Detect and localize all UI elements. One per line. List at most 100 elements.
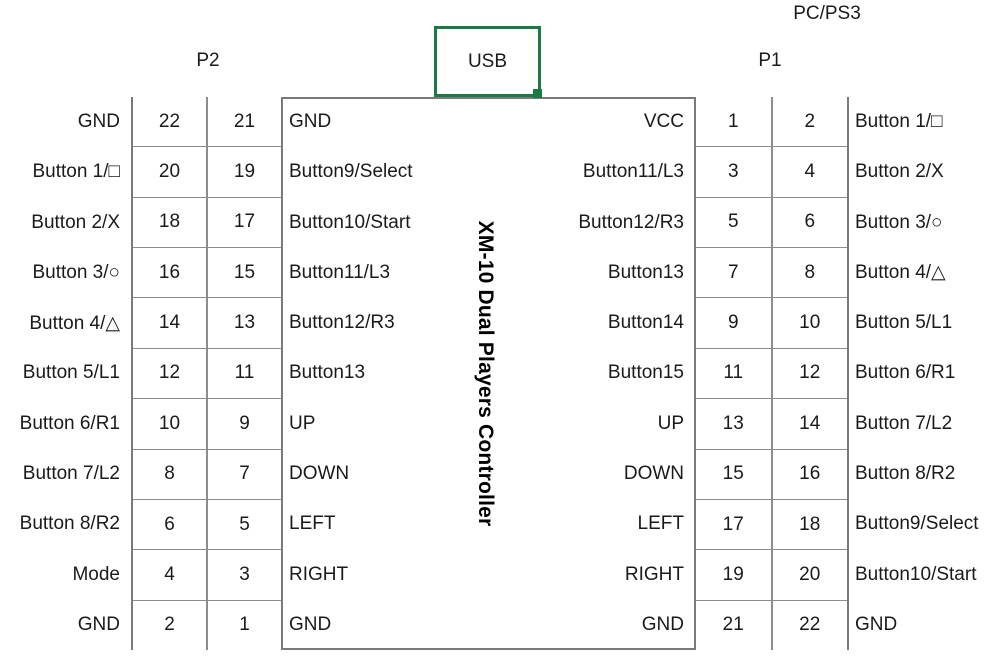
- p1-pin-row: 15 16: [696, 449, 847, 500]
- p1-inner-label: Button14: [607, 312, 684, 334]
- p2-outer-label-column: GND Button 1/□ Button 2/X Button 3/○ But…: [0, 97, 124, 650]
- p2-pin-cell: 3: [239, 563, 250, 585]
- p2-pin-cell: 2: [133, 600, 208, 650]
- p2-pin-row: 12 11: [133, 348, 281, 400]
- p1-outer-label: Button10/Start: [855, 563, 977, 585]
- p2-pin-cell: 22: [133, 97, 208, 147]
- p2-pin-cell: 15: [233, 261, 256, 283]
- p2-outer-label: Button 6/R1: [19, 412, 120, 434]
- p1-inner-label-column: VCC Button11/L3 Button12/R3 Button13 But…: [520, 97, 688, 650]
- p1-pin-cell: 18: [799, 513, 821, 535]
- p2-inner-label: UP: [289, 412, 316, 434]
- p1-pin-cell: 1: [696, 97, 773, 147]
- p2-outer-label: Button 5/L1: [22, 362, 120, 384]
- p2-pin-row: 4 3: [133, 550, 281, 601]
- p2-pin-cell: 12: [133, 348, 208, 399]
- p1-pin-cell: 2: [804, 110, 816, 132]
- p1-pin-cell: 22: [799, 614, 821, 636]
- p2-outer-label: Button 3/○: [32, 261, 120, 283]
- p1-outer-label: Button 2/X: [855, 161, 944, 183]
- p1-pin-cell: 3: [696, 147, 773, 197]
- p1-pin-cell: 10: [799, 312, 821, 334]
- p1-pin-cell: 4: [804, 161, 816, 183]
- p1-pin-row: 19 20: [696, 550, 847, 601]
- p2-pin-cell: 21: [233, 110, 256, 132]
- header-pc-ps3-label: PC/PS3: [793, 3, 861, 24]
- p1-pin-cell: 12: [799, 362, 821, 384]
- p2-inner-label: Button9/Select: [289, 161, 413, 183]
- p1-outer-label: Button 6/R1: [855, 362, 956, 384]
- p2-pin-cell: 18: [133, 197, 208, 248]
- p2-pin-cell: 14: [133, 298, 208, 348]
- p2-pin-row: 6 5: [133, 499, 281, 551]
- p1-pin-cell: 13: [696, 399, 773, 449]
- p1-inner-label: DOWN: [623, 462, 684, 484]
- p1-pin-cell: 16: [799, 463, 821, 485]
- p1-pin-cell: 15: [696, 449, 773, 499]
- p2-inner-label: Button11/L3: [289, 261, 391, 283]
- p2-pin-cell: 16: [133, 248, 208, 298]
- p1-inner-label: GND: [641, 613, 684, 635]
- p2-inner-label: DOWN: [289, 462, 350, 484]
- p1-inner-label: RIGHT: [624, 563, 684, 585]
- p2-inner-label: GND: [289, 613, 332, 635]
- p1-inner-label: VCC: [643, 111, 684, 133]
- p2-pin-cell: 17: [233, 211, 256, 233]
- p1-pin-row: 1 2: [696, 97, 847, 148]
- p2-pin-row: 2 1: [133, 600, 281, 650]
- p2-pin-row: 20 19: [133, 147, 281, 198]
- p1-outer-label: Button9/Select: [855, 513, 979, 535]
- p1-pin-table: 1 2 3 4 5 6 7 8 9 10 11 12 13 14 15 16: [694, 97, 849, 650]
- p1-pin-row: 21 22: [696, 600, 847, 650]
- p2-pin-cell: 10: [133, 399, 208, 449]
- p1-pin-row: 13 14: [696, 399, 847, 450]
- p1-outer-label: GND: [855, 613, 898, 635]
- p2-pin-cell: 4: [133, 550, 208, 600]
- p2-pin-row: 8 7: [133, 449, 281, 500]
- p1-inner-label: Button13: [607, 261, 684, 283]
- product-title: XM-10 Dual Players Controller: [474, 220, 497, 527]
- p1-inner-label: Button15: [607, 362, 684, 384]
- p1-pin-cell: 19: [696, 550, 773, 600]
- p2-inner-label: Button10/Start: [289, 211, 411, 233]
- p2-inner-label: Button13: [289, 362, 366, 384]
- p1-pin-row: 11 12: [696, 348, 847, 400]
- p2-pin-row: 22 21: [133, 97, 281, 148]
- p2-pin-cell: 9: [239, 412, 250, 434]
- p2-outer-label: Button 8/R2: [19, 513, 120, 535]
- p2-outer-label: Button 2/X: [31, 211, 120, 233]
- p2-pin-cell: 5: [239, 513, 250, 535]
- p1-outer-label: Button 1/□: [855, 111, 943, 133]
- p1-outer-label: Button 5/L1: [855, 312, 953, 334]
- p2-inner-label: LEFT: [289, 513, 336, 535]
- usb-connector-box[interactable]: USB: [434, 26, 541, 97]
- p1-outer-label: Button 8/R2: [855, 462, 956, 484]
- p1-pin-row: 9 10: [696, 298, 847, 349]
- p2-pin-cell: 1: [239, 614, 250, 636]
- p1-outer-label-column: Button 1/□ Button 2/X Button 3/○ Button …: [855, 97, 998, 650]
- p1-outer-label: Button 7/L2: [855, 412, 953, 434]
- p1-pin-row: 7 8: [696, 248, 847, 299]
- p1-pin-cell: 14: [799, 412, 821, 434]
- p1-outer-label: Button 3/○: [855, 211, 943, 233]
- p2-pin-row: 10 9: [133, 399, 281, 450]
- p1-pin-cell: 20: [799, 563, 821, 585]
- p2-inner-label: Button12/R3: [289, 312, 395, 334]
- p1-pin-cell: 11: [696, 348, 773, 399]
- p1-outer-label: Button 4/△: [855, 262, 946, 284]
- header-p2-label: P2: [196, 50, 220, 71]
- p1-pin-row: 3 4: [696, 147, 847, 198]
- p2-outer-label: Button 7/L2: [22, 462, 120, 484]
- p1-inner-label: Button12/R3: [578, 211, 684, 233]
- p2-outer-label: Button 4/△: [29, 312, 120, 334]
- p1-pin-row: 5 6: [696, 197, 847, 249]
- usb-selection-handle[interactable]: [533, 89, 542, 98]
- p1-pin-cell: 9: [696, 298, 773, 348]
- p1-inner-label: LEFT: [637, 513, 684, 535]
- p2-pin-cell: 7: [239, 463, 250, 485]
- p2-pin-row: 14 13: [133, 298, 281, 349]
- p2-inner-label-column: GND Button9/Select Button10/Start Button…: [289, 97, 469, 650]
- p1-pin-row: 17 18: [696, 499, 847, 551]
- p2-outer-label: GND: [77, 111, 120, 133]
